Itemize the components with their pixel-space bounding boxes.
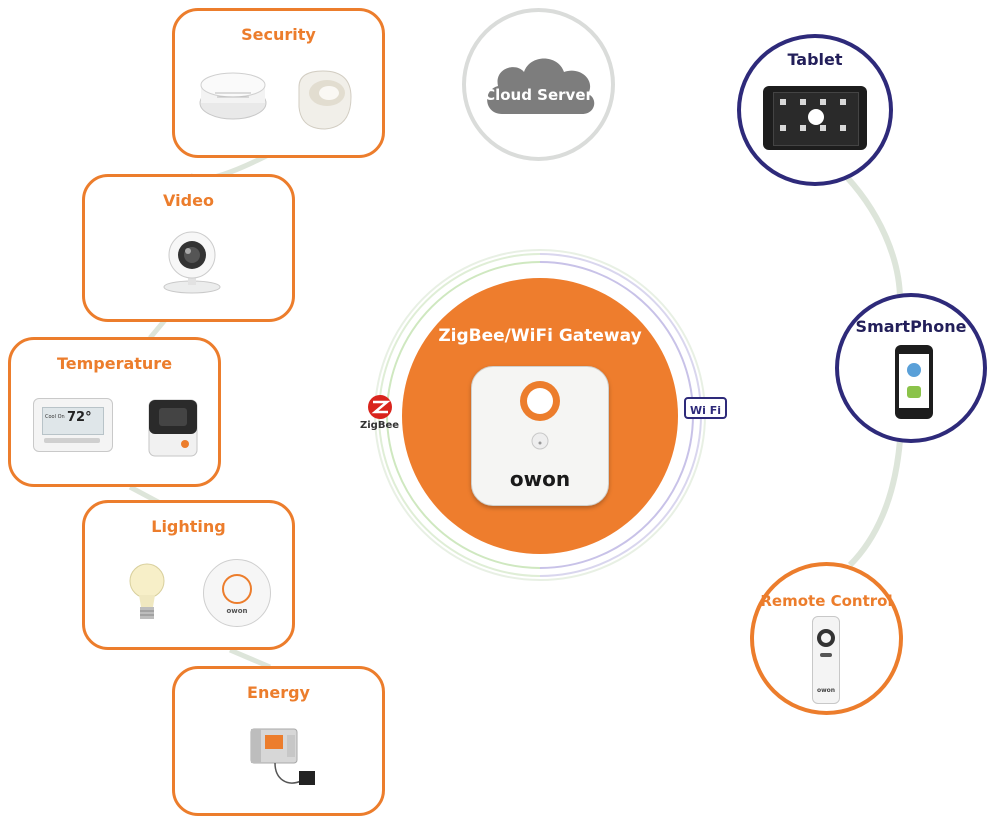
thermostat-temp: 72° (67, 410, 92, 425)
light-switch-brand: owon (226, 607, 248, 615)
zigbee-icon (368, 395, 392, 419)
energy-meter-icon (250, 728, 315, 785)
gateway-brand: owon (509, 467, 571, 491)
security-box: Security (172, 8, 385, 158)
gateway-logo-ring (520, 381, 560, 421)
tablet-icon (763, 86, 867, 150)
cloud-server-node: Cloud Server (462, 8, 615, 161)
video-box: Video (82, 174, 295, 322)
tablet-title: Tablet (787, 50, 843, 69)
zigbee-label: ZigBee (360, 420, 400, 431)
lighting-box: Lighting owon (82, 500, 295, 650)
temperature-title: Temperature (56, 354, 173, 373)
remote-control-icon: owon (812, 616, 840, 704)
smartphone-icon (895, 345, 933, 419)
motion-sensor-icon (298, 70, 352, 130)
energy-box: Energy (172, 666, 385, 816)
smart-plug-icon (148, 399, 198, 457)
remote-control-node: Remote Control owon (750, 562, 903, 715)
cloud-icon (487, 58, 595, 114)
gateway-title: ZigBee/WiFi Gateway (438, 326, 642, 346)
gateway-node: ZigBee/WiFi Gateway owon (402, 278, 678, 554)
smartphone-node: SmartPhone (835, 293, 987, 443)
client-connector-arc (837, 167, 903, 568)
lightbulb-icon (129, 563, 165, 619)
remote-control-title: Remote Control (760, 592, 893, 610)
thermostat-screen: Cool On 72° (42, 407, 104, 435)
energy-title: Energy (247, 683, 310, 702)
wifi-logo: Wi Fi (684, 397, 728, 419)
camera-icon (163, 231, 221, 294)
smartphone-title: SmartPhone (855, 317, 967, 336)
cloud-server-label: Cloud Server (484, 86, 593, 104)
gateway-wifi-icon (531, 432, 549, 450)
light-switch-icon: owon (203, 559, 271, 627)
zigbee-logo: ZigBee (360, 394, 400, 434)
smoke-detector-icon (199, 72, 267, 120)
lighting-title: Lighting (151, 517, 226, 536)
gateway-device: owon (471, 366, 609, 506)
thermostat-icon: Cool On 72° (33, 398, 113, 452)
video-title: Video (163, 191, 214, 210)
tablet-node: Tablet (737, 34, 893, 186)
temperature-box: Temperature Cool On 72° (8, 337, 221, 487)
security-title: Security (241, 25, 316, 44)
remote-brand: owon (816, 687, 836, 694)
wifi-label: Wi Fi (690, 404, 722, 417)
thermostat-small-text: Cool On (45, 414, 65, 420)
